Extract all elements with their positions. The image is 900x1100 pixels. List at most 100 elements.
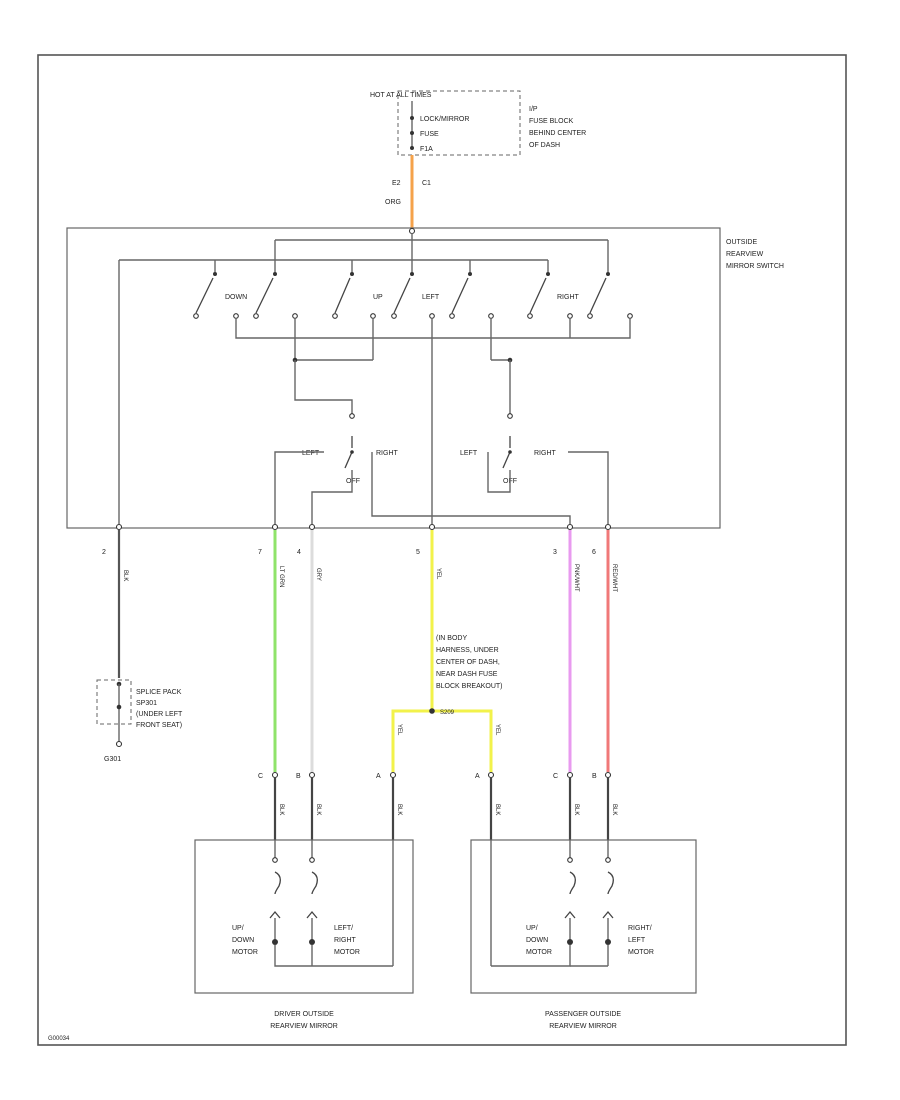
splice-s209: [429, 708, 435, 714]
driver-motor1-2: DOWN: [232, 937, 254, 944]
ground-label: G301: [104, 756, 121, 763]
driver-caption-1: DRIVER OUTSIDE: [274, 1011, 334, 1018]
driver-mirror: UP/ DOWN MOTOR LEFT/ RIGHT MOTOR DRIVER …: [194, 839, 414, 1030]
pin-label-5: 3: [553, 549, 557, 556]
pin-label-3: 4: [297, 549, 301, 556]
passenger-motor1-2: DOWN: [526, 937, 548, 944]
diagram-frame: [37, 54, 847, 1046]
fuse-label-1: LOCK/MIRROR: [420, 116, 469, 123]
passenger-conn-color-2: BLK: [573, 804, 579, 815]
feed-wire: E2 C1 ORG: [385, 155, 431, 228]
passenger-mirror: UP/ DOWN MOTOR RIGHT/ LEFT MOTOR PASSENG…: [470, 839, 697, 1030]
selector-right-r: RIGHT: [534, 450, 557, 457]
pin-label-4: 5: [416, 549, 420, 556]
passenger-caption-2: REARVIEW MIRROR: [549, 1023, 617, 1030]
passenger-conn-color-1: BLK: [494, 804, 500, 815]
fuse-location-4: OF DASH: [529, 142, 560, 149]
contact-label-right: RIGHT: [557, 294, 580, 301]
splice-pack-outline: [96, 679, 132, 725]
selector-right-l: LEFT: [460, 450, 478, 457]
splice-note-3: CENTER OF DASH,: [436, 659, 500, 666]
selector-right: LEFT RIGHT OFF: [460, 436, 609, 524]
footer-code: G00034: [48, 1036, 70, 1042]
driver-motor1-1: UP/: [232, 925, 244, 932]
passenger-mirror-outline: [470, 839, 697, 994]
switch-pins: [115, 523, 612, 531]
passenger-motor1-1: UP/: [526, 925, 538, 932]
yellow-split-right-color: YEL: [494, 724, 500, 736]
splice-pack-3: (UNDER LEFT: [136, 711, 183, 718]
driver-motor2-2: RIGHT: [334, 937, 357, 944]
feed-pin-left: E2: [392, 180, 401, 187]
selector-left-l: LEFT: [302, 450, 320, 457]
contact-label-left: LEFT: [422, 294, 440, 301]
passenger-conn-color-3: BLK: [611, 804, 617, 815]
passenger-motor2-1: RIGHT/: [628, 925, 652, 932]
switch-title-3: MIRROR SWITCH: [726, 263, 784, 270]
driver-conn-color-2: BLK: [315, 804, 321, 815]
passenger-motor1-3: MOTOR: [526, 949, 552, 956]
passenger-pin-c: C: [553, 773, 558, 780]
fuse-location-1: I/P: [529, 106, 538, 113]
mirror-switch: OUTSIDE REARVIEW MIRROR SWITCH: [66, 227, 784, 531]
yellow-wire-color: YEL: [435, 568, 441, 580]
splice-note-2: HARNESS, UNDER: [436, 647, 499, 654]
driver-pin-b: B: [296, 773, 301, 780]
yellow-split-left-color: YEL: [396, 724, 402, 736]
ground-symbol: [115, 740, 123, 748]
splice-pack-2: SP301: [136, 700, 157, 707]
hot-at-all-times-label: HOT AT ALL TIMES: [370, 92, 432, 99]
driver-motor2-1: LEFT/: [334, 925, 353, 932]
passenger-pin-a: A: [475, 773, 480, 780]
fuse-label-2: FUSE: [420, 131, 439, 138]
fuse-location-2: FUSE BLOCK: [529, 118, 574, 125]
pin-label-6: 6: [592, 549, 596, 556]
contact-label-up: UP: [373, 294, 383, 301]
harness-wires: 2 7 4 5 3 6 BLK LT GRN GRY YEL S209 YEL …: [102, 530, 617, 772]
driver-mirror-outline: [194, 839, 414, 994]
gray-wire-color: GRY: [315, 568, 321, 581]
fuse-location-3: BEHIND CENTER: [529, 130, 586, 137]
switch-contacts: DOWN UP LEFT RIGHT: [195, 272, 610, 314]
driver-pin-c: C: [258, 773, 263, 780]
switch-title-1: OUTSIDE: [726, 239, 757, 246]
mirror-switch-outline: [66, 227, 721, 529]
passenger-motor2-3: MOTOR: [628, 949, 654, 956]
selector-left-off: OFF: [346, 478, 360, 485]
splice-pack-1: SPLICE PACK: [136, 689, 182, 696]
mirror-connectors: C B A A C B BLK BLK BLK BLK BLK BLK: [258, 771, 617, 840]
fuse-block: HOT AT ALL TIMES LOCK/MIRROR FUSE F1A I/…: [370, 90, 586, 156]
selector-left: LEFT RIGHT OFF: [274, 436, 571, 524]
fuse-block-outline: [397, 90, 521, 156]
driver-conn-color-1: BLK: [278, 804, 284, 815]
switch-lower-terminals: [193, 313, 633, 319]
driver-motor1-3: MOTOR: [232, 949, 258, 956]
ground-splice: SPLICE PACK SP301 (UNDER LEFT FRONT SEAT…: [96, 679, 183, 763]
pink-wire-color: PNK/WHT: [573, 564, 579, 592]
splice-note-5: BLOCK BREAKOUT): [436, 683, 503, 690]
contact-label-down: DOWN: [225, 294, 247, 301]
splice-note-4: NEAR DASH FUSE: [436, 671, 498, 678]
feed-wire-color: ORG: [385, 199, 401, 206]
passenger-motor2-2: LEFT: [628, 937, 646, 944]
selector-left-r: RIGHT: [376, 450, 399, 457]
passenger-caption-1: PASSENGER OUTSIDE: [545, 1011, 621, 1018]
splice-label: S209: [440, 710, 455, 716]
driver-motor2-3: MOTOR: [334, 949, 360, 956]
passenger-pin-b: B: [592, 773, 597, 780]
switch-title-2: REARVIEW: [726, 251, 764, 258]
pin-label-2: 7: [258, 549, 262, 556]
green-wire-color: LT GRN: [278, 566, 284, 587]
splice-note-1: (IN BODY: [436, 635, 467, 642]
driver-conn-color-3: BLK: [396, 804, 402, 815]
fuse-label-3: F1A: [420, 146, 433, 153]
driver-pin-a: A: [376, 773, 381, 780]
feed-pin-right: C1: [422, 180, 431, 187]
yellow-split-wire: [391, 709, 493, 772]
red-wire-color: RED/WHT: [611, 564, 617, 592]
ground-wire-color: BLK: [122, 570, 128, 581]
pin-label-1: 2: [102, 549, 106, 556]
driver-caption-2: REARVIEW MIRROR: [270, 1023, 338, 1030]
splice-pack-4: FRONT SEAT): [136, 722, 182, 729]
